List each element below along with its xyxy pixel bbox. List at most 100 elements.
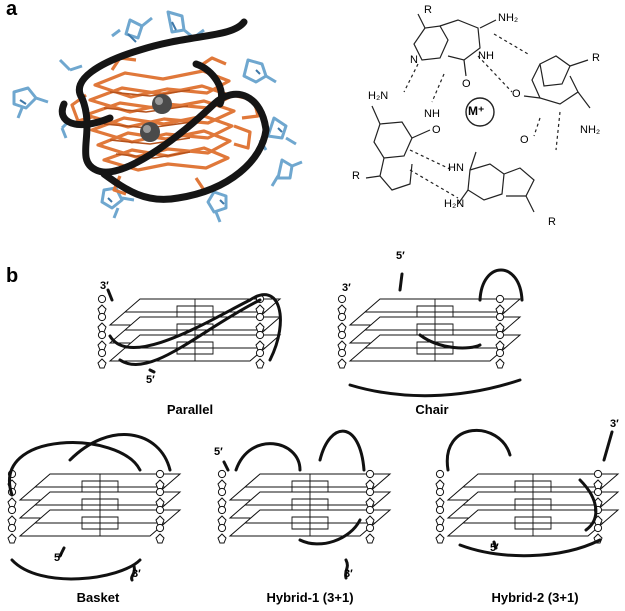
basket-tetrad-grid (35, 510, 165, 536)
hybrid2-phosphate (435, 505, 445, 515)
parallel-stack (108, 298, 282, 362)
parallel-sugar (255, 322, 265, 333)
hybrid1-phosphate (217, 469, 227, 479)
hybrid1-tetrad-grid (245, 510, 375, 536)
hybrid2-stack (446, 473, 620, 537)
chair-phosphate (337, 348, 347, 358)
chair-sugar (337, 304, 347, 315)
end-label-parallel-3: 3′ (100, 280, 109, 292)
parallel-sugar (97, 322, 107, 333)
parallel-sugar (255, 340, 265, 351)
basket-sugar (155, 533, 165, 544)
chem-label-o-right: O (512, 88, 521, 100)
chair-phosphate (337, 312, 347, 322)
hybrid1-loop (234, 442, 302, 472)
end-label-chair-3: 3′ (342, 282, 351, 294)
caption-basket: Basket (76, 590, 120, 605)
metal-ions (140, 94, 172, 142)
chair-phosphate (337, 330, 347, 340)
basket-stack (18, 473, 182, 537)
parallel-phosphate (255, 348, 265, 358)
parallel-phosphate (97, 294, 107, 304)
chair-phosphate (495, 312, 505, 322)
chair-sugar (495, 358, 505, 369)
chair-stack (348, 298, 522, 362)
chair-phosphate (495, 294, 505, 304)
basket-phosphate (155, 469, 165, 479)
parallel-phosphate (255, 312, 265, 322)
chem-label-hn-bottom: HN (448, 162, 464, 174)
chem-label-r-top: R (424, 4, 432, 16)
hybrid1-loop (318, 429, 366, 472)
chem-label-o-top: O (462, 78, 471, 90)
caption-hybrid-2: Hybrid-2 (3+1) (491, 590, 579, 605)
hybrid2-loop (458, 538, 602, 558)
hybrid1-strand-end (344, 558, 349, 580)
parallel-sugar (255, 304, 265, 315)
chem-label-r-right: R (592, 52, 600, 64)
hybrid2-sugar (435, 497, 445, 508)
chem-label-h2n-left: H₂N (368, 90, 389, 102)
hybrid2-phosphate (435, 523, 445, 533)
basket-loop (68, 433, 172, 472)
chair-strand-end (398, 272, 404, 292)
chair-sugar (337, 322, 347, 333)
hybrid1-sugar (217, 497, 227, 508)
hybrid1-phosphate (365, 505, 375, 515)
hybrid2-strand-end (602, 430, 614, 462)
basket-strand-end (130, 564, 136, 582)
hybrid1-phosphate (365, 523, 375, 533)
basket-phosphate (155, 523, 165, 533)
parallel-loop (118, 298, 262, 367)
hybrid1-sugar (365, 497, 375, 508)
caption-parallel: Parallel (166, 402, 214, 417)
chair-phosphate (495, 348, 505, 358)
hybrid1-sugar (365, 515, 375, 526)
chair-loop (348, 378, 522, 398)
hybrid1-sugar (217, 479, 227, 490)
basket-loop (8, 441, 142, 497)
basket-sugar (155, 497, 165, 508)
caption-chair: Chair (415, 402, 449, 417)
end-label-chair-5: 5′ (396, 250, 405, 262)
panel-b-letter: b (6, 265, 19, 287)
hybrid2-phosphate (593, 487, 603, 497)
flanking-bases-dark (19, 21, 283, 205)
chem-label-n-top: N (410, 54, 418, 66)
hybrid1-strand-end (222, 460, 230, 472)
chair-sugar (495, 340, 505, 351)
panel-a-letter: a (6, 0, 18, 20)
hybrid1-sugar (217, 515, 227, 526)
end-label-basket-5: 5′ (54, 552, 63, 564)
parallel-loop (248, 293, 282, 362)
caption-hybrid-1: Hybrid-1 (3+1) (266, 590, 354, 605)
end-label-hybrid2-5: 5′ (490, 542, 499, 554)
chair-sugar (337, 340, 347, 351)
chair-loop (478, 268, 524, 302)
parallel-phosphate (97, 348, 107, 358)
hybrid2-strand-end (492, 540, 498, 550)
hybrid2-phosphate (593, 523, 603, 533)
parallel-phosphate (97, 330, 107, 340)
metal-ion-circle (465, 97, 495, 127)
chair-sugar (495, 304, 505, 315)
backbone-ribbon (58, 18, 270, 203)
hybrid1-phosphate (365, 469, 375, 479)
basket-strand-end (58, 546, 66, 558)
chem-label-o-left: O (432, 124, 441, 136)
parallel-sugar (97, 358, 107, 369)
hybrid2-loop (445, 428, 512, 472)
chem-label-h2n-bottom: H₂N (444, 198, 465, 210)
basket-phosphate (7, 523, 17, 533)
chair-phosphate (337, 294, 347, 304)
parallel-phosphate (255, 330, 265, 340)
hybrid1-stack (228, 473, 392, 537)
parallel-sugar (97, 340, 107, 351)
hybrid2-sugar (435, 533, 445, 544)
chem-label-r-left: R (352, 170, 360, 182)
hybrid1-phosphate (217, 487, 227, 497)
basket-sugar (7, 515, 17, 526)
end-label-hybrid2-3: 3′ (610, 418, 619, 430)
